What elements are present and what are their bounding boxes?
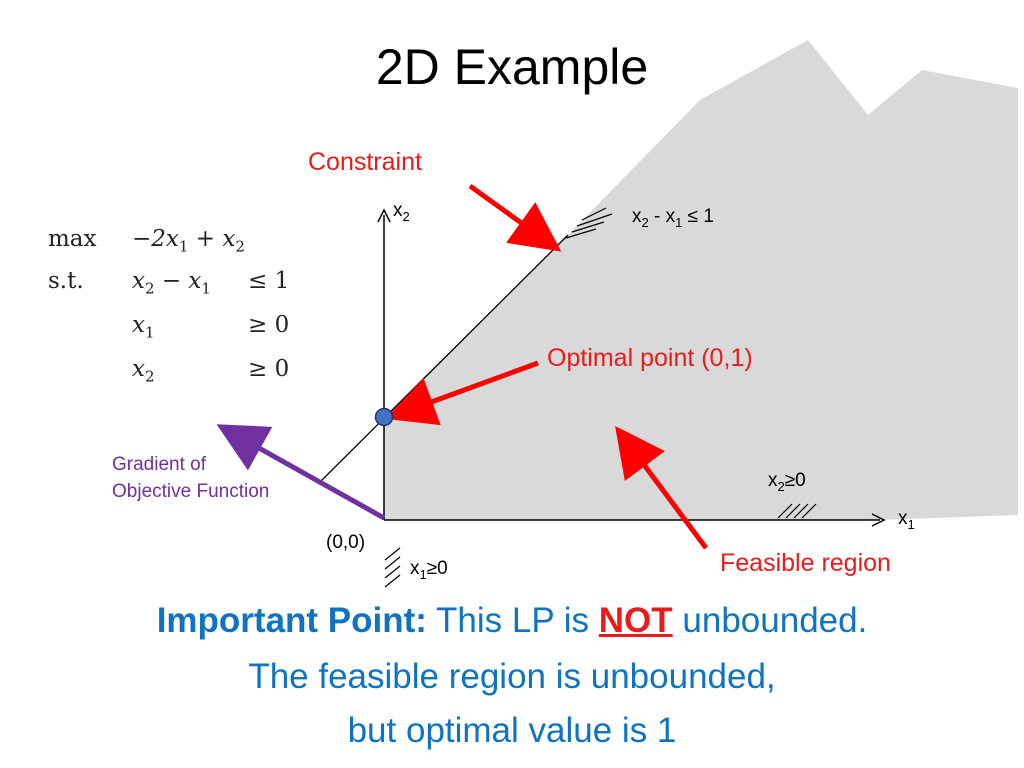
optimal-point-marker [374,407,394,427]
lp-constraint-3-expr: x2 [132,356,155,386]
lp-label-st: s.t. [48,268,84,294]
y-axis-label: x2 [393,200,410,224]
feasible-region-shape [384,40,1018,520]
gradient-line-2: Objective Function [112,480,270,502]
lp-constraint-2-rel: ≥ 0 [248,312,290,338]
x1-nonneg-label: x1≥0 [410,558,448,582]
gradient-annotation: Gradient of Objective Function [112,452,269,505]
optimal-point-arrow [385,360,539,426]
x2-nonneg-label: x2≥0 [768,470,806,494]
constraint-label-1: x2 - x1 ≤ 1 [632,206,714,230]
x2-nonneg-hatch [777,503,817,519]
x1-nonneg-hatch [384,547,401,588]
gradient-line-1: Gradient of [112,454,206,475]
bottom-line-3: but optimal value is 1 [347,711,677,750]
bottom-line-2: The feasible region is unbounded, [248,657,776,696]
lp-constraint-2-expr: x1 [132,312,155,342]
important-point-lead: Important Point: [156,601,427,640]
constraint-arrow [468,183,562,252]
slide-title: 2D Example [375,39,649,95]
x-axis-label: x1 [898,508,915,532]
y-axis-arrowhead [377,208,391,223]
gradient-arrow [216,424,386,521]
constraint-line [317,234,569,485]
optimal-point-annotation: Optimal point (0,1) [547,344,753,372]
important-point-line: Important Point: This LP is NOT unbounde… [156,601,868,640]
lp-constraint-1-expr: x2 − x1 [132,268,211,298]
feasible-region-arrow [615,425,709,550]
constraint-hatch [565,207,613,239]
constraint-annotation: Constraint [308,148,422,176]
origin-label: (0,0) [326,532,366,553]
lp-constraint-1-rel: ≤ 1 [248,268,290,294]
lp-label-max: max [48,226,97,252]
lp-constraint-3-rel: ≥ 0 [248,356,290,382]
not-emphasis: NOT [598,601,673,640]
x-axis-arrowhead [871,513,886,527]
lp-objective: −2x1 + x2 [132,226,245,256]
feasible-region-annotation: Feasible region [720,549,891,577]
